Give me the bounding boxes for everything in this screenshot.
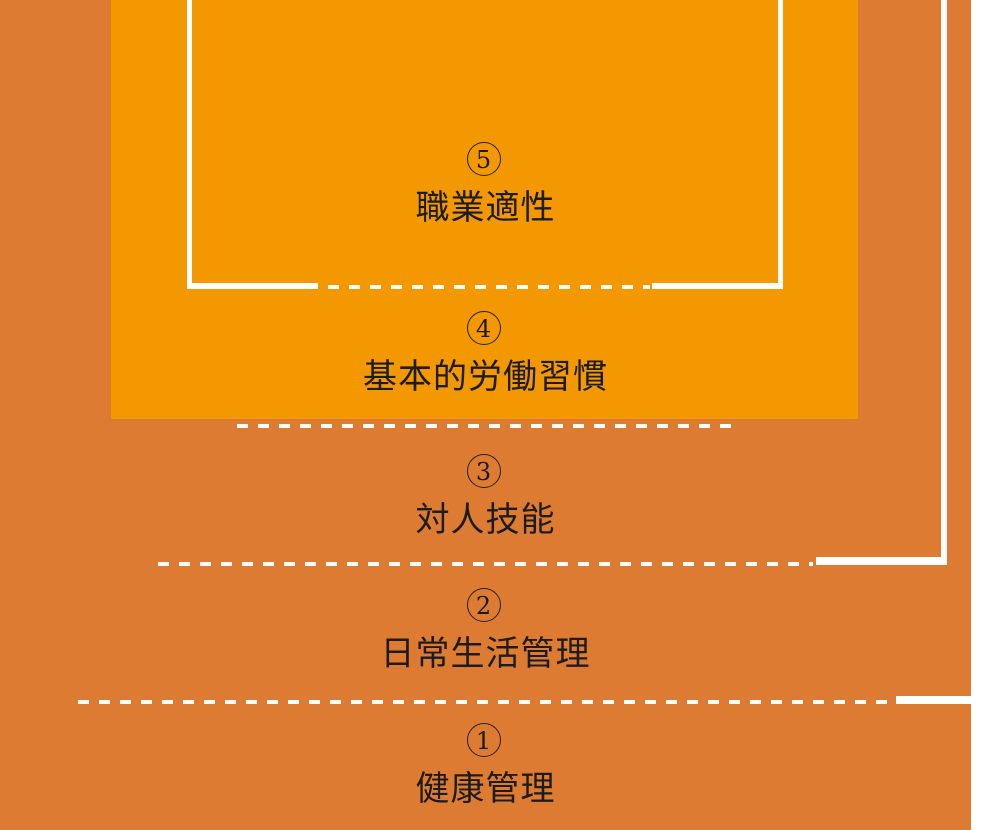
level-5: 5 職業適性 (0, 142, 971, 228)
level5-divider-dashed (328, 285, 650, 289)
level2-divider-solid (896, 696, 971, 704)
level5-frame-right (778, 0, 783, 289)
level-2: 2 日常生活管理 (0, 588, 971, 674)
level3-frame-bottom-right (816, 557, 947, 565)
level3-divider-dashed (158, 562, 813, 566)
level-4: 4 基本的労働習慣 (0, 311, 971, 397)
level-1: 1 健康管理 (0, 723, 971, 809)
level-label: 日常生活管理 (380, 634, 591, 674)
upper-tier-background (111, 0, 858, 419)
level-number-badge: 3 (466, 454, 501, 488)
level2-divider-dashed (78, 700, 894, 704)
level3-frame-right (941, 0, 947, 565)
level-3: 3 対人技能 (0, 454, 971, 540)
level-label: 基本的労働習慣 (363, 357, 608, 397)
level-label: 対人技能 (415, 500, 556, 540)
level4-divider-dashed (237, 424, 733, 428)
level-label: 健康管理 (415, 769, 556, 809)
level5-frame-left (187, 0, 192, 289)
level5-frame-bottom-right (652, 283, 783, 289)
level-number-badge: 1 (466, 723, 501, 757)
level-number-badge: 2 (466, 588, 501, 622)
level5-frame-bottom-left (187, 283, 318, 289)
level-number-badge: 4 (466, 311, 501, 345)
level-label: 職業適性 (415, 188, 556, 228)
level-number-badge: 5 (466, 142, 501, 176)
